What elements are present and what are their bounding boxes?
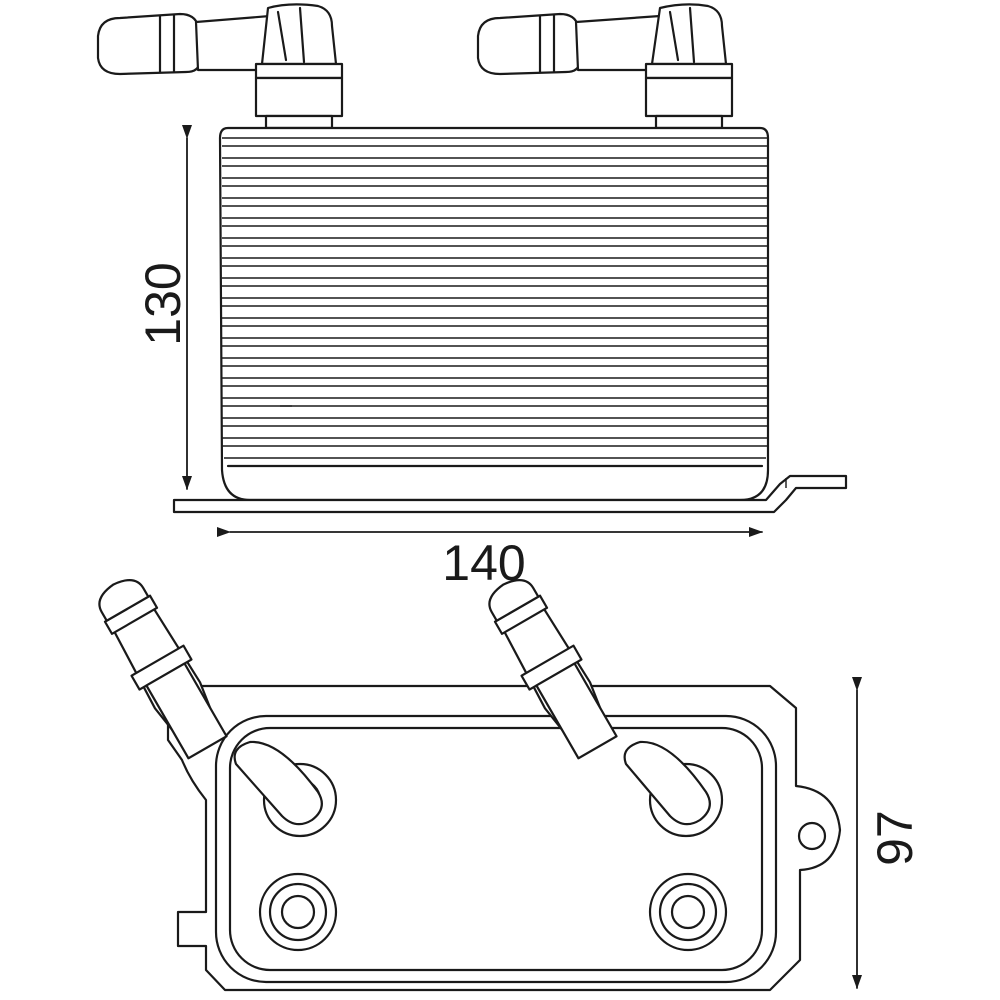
top-view [98, 579, 842, 992]
mount-hole [797, 821, 827, 851]
height-dimension: 130 [135, 125, 192, 490]
front-left-pipe [96, 3, 344, 130]
front-base-plate [172, 474, 848, 514]
front-right-pipe [476, 3, 734, 130]
front-cooler-body [218, 126, 770, 502]
front-view [96, 3, 848, 514]
top-left-pipe [98, 579, 323, 826]
top-outer-plate [214, 714, 778, 984]
top-inner-plate [228, 726, 764, 972]
depth-label: 97 [867, 810, 923, 866]
depth-dimension: 97 [852, 677, 923, 989]
width-dimension: 140 [217, 527, 763, 591]
cooler-fins [222, 137, 768, 459]
top-right-pipe [488, 579, 711, 826]
height-label: 130 [135, 262, 191, 345]
